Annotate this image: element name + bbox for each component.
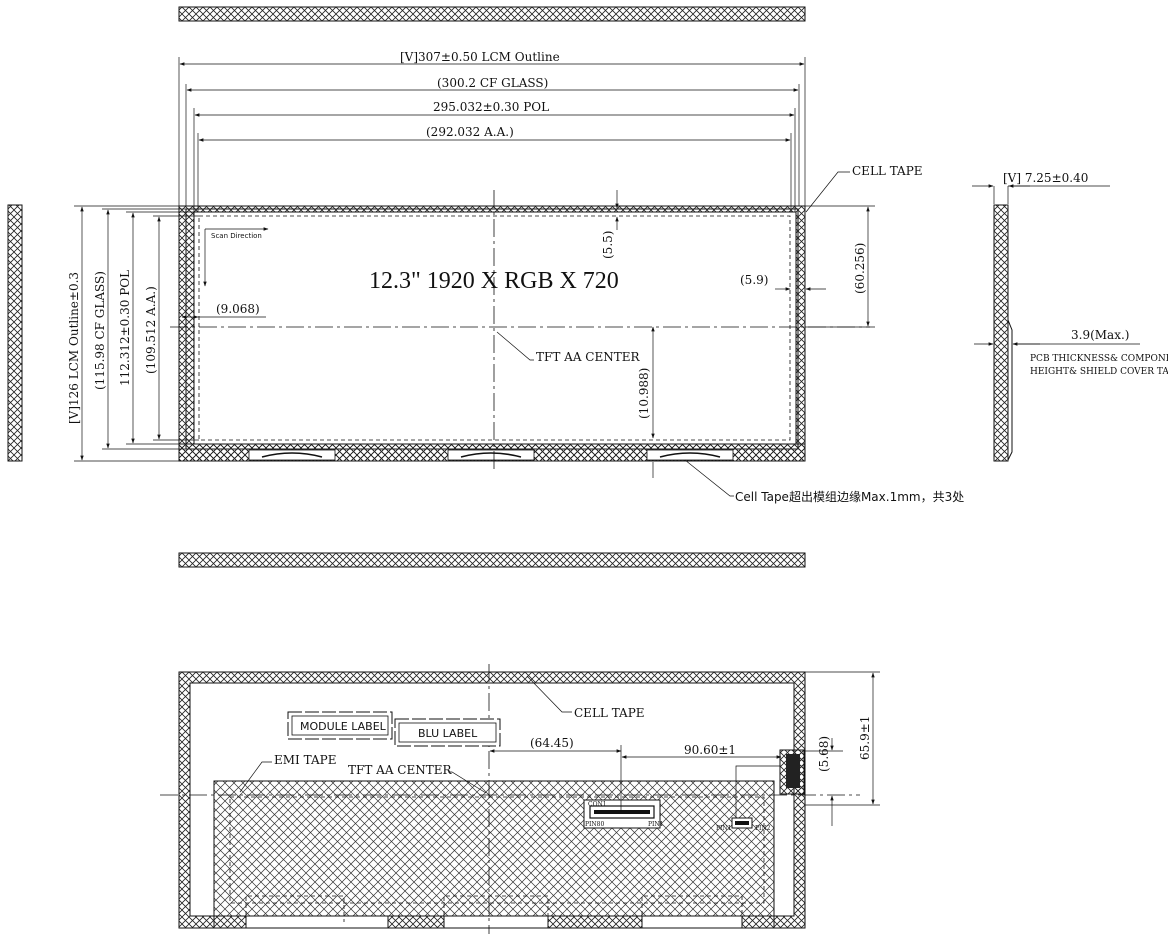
dim-right-height: (60.256) (853, 243, 867, 294)
pin1-label: PIN1 (648, 821, 663, 828)
dim-center-offset: (64.45) (530, 736, 574, 750)
cell-tape-note: Cell Tape超出模组边缘Max.1mm，共3处 (735, 489, 964, 504)
cell-tape-label: CELL TAPE (852, 164, 923, 178)
blu-label: BLU LABEL (418, 727, 478, 740)
rear-view: MODULE LABEL BLU LABEL CON1 PIN80 PIN1 P… (160, 664, 860, 934)
dim-outline-width: [V]307±0.50 LCM Outline (400, 50, 560, 64)
front-internal-dimensions: (5.5) (5.9) (60.256) (9.068) (10.988) (181, 190, 875, 478)
dim-pol-height: 112.312±0.30 POL (118, 270, 132, 386)
dim-connector-height: (5.68) (817, 736, 831, 772)
side-view: [V] 7.25±0.40 3.9(Max.) PCB THICKNESS& C… (972, 171, 1168, 462)
dim-connector: 90.60±1 (684, 743, 736, 757)
emi-tape-label: EMI TAPE (274, 753, 336, 767)
bottom-section-strip (178, 552, 806, 568)
left-section-strip (7, 204, 23, 462)
front-height-dimensions: [V]126 LCM Outline±0.3 (115.98 CF GLASS)… (67, 205, 199, 462)
fpc-pin1-label: PIN1 (716, 825, 731, 832)
dim-pcb: 3.9(Max.) (1071, 328, 1129, 342)
dim-thickness: [V] 7.25±0.40 (1003, 171, 1088, 185)
dim-top-offset: (5.5) (601, 231, 615, 259)
top-section-strip (178, 6, 806, 22)
pin80-label: PIN80 (585, 821, 604, 828)
front-view: Scan Direction 12.3" 1920 X RGB X 720 (170, 190, 870, 470)
fpc-pin2-label: PIN2 (755, 825, 771, 832)
dim-bottom-offset: (10.988) (637, 368, 651, 419)
rear-dimensions: CELL TAPE EMI TAPE TFT AA CENTER (64.45)… (239, 671, 880, 826)
module-label: MODULE LABEL (300, 720, 387, 733)
pcb-note-line2: HEIGHT& SHIELD COVER TAPE (1030, 367, 1168, 377)
front-leaders: CELL TAPE TFT AA CENTER Cell Tape超出模组边缘M… (496, 164, 964, 504)
dim-cf-glass-height: (115.98 CF GLASS) (93, 271, 107, 390)
dim-pol-width: 295.032±0.30 POL (433, 100, 549, 114)
scan-direction-label: Scan Direction (211, 232, 262, 240)
dim-outline-height: [V]126 LCM Outline±0.3 (67, 272, 81, 424)
dim-right-offset: (5.9) (740, 273, 768, 287)
panel-title: 12.3" 1920 X RGB X 720 (369, 268, 619, 294)
dim-left-offset: (9.068) (216, 302, 260, 316)
front-width-dimensions: [V]307±0.50 LCM Outline (300.2 CF GLASS)… (178, 50, 806, 216)
pcb-note-line1: PCB THICKNESS& COMPONENT (1030, 354, 1168, 364)
dim-rear-height: 65.9±1 (858, 716, 872, 760)
dim-cf-glass-width: (300.2 CF GLASS) (437, 76, 548, 90)
dim-aa-width: (292.032 A.A.) (426, 125, 514, 139)
rear-tft-aa-center-label: TFT AA CENTER (348, 763, 453, 777)
dim-aa-height: (109.512 A.A.) (144, 286, 158, 374)
rear-cell-tape-label: CELL TAPE (574, 706, 645, 720)
tft-aa-center-label: TFT AA CENTER (536, 350, 641, 364)
connector-label: CON1 (588, 801, 607, 808)
